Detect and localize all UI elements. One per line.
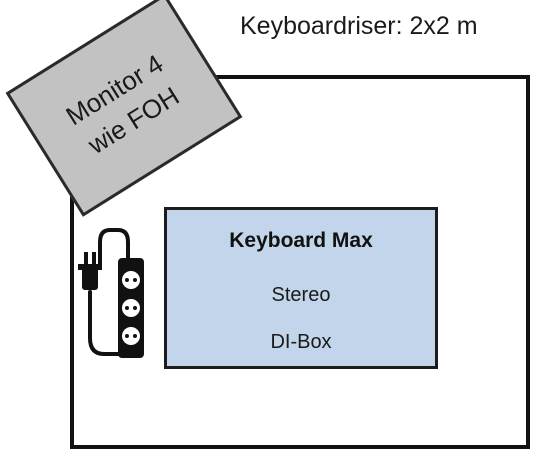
power-strip-icon — [78, 228, 144, 358]
keyboard-box: Keyboard Max Stereo DI-Box — [164, 207, 438, 369]
riser-title: Keyboardriser: 2x2 m — [240, 12, 478, 40]
socket-1 — [122, 271, 140, 289]
keyboard-output: Stereo — [271, 284, 331, 306]
socket-2 — [122, 299, 140, 317]
keyboard-di-box: DI-Box — [270, 331, 332, 353]
plug-icon — [78, 252, 102, 290]
keyboard-name: Keyboard Max — [229, 229, 373, 252]
power-cable — [88, 228, 130, 356]
socket-3 — [122, 327, 140, 345]
